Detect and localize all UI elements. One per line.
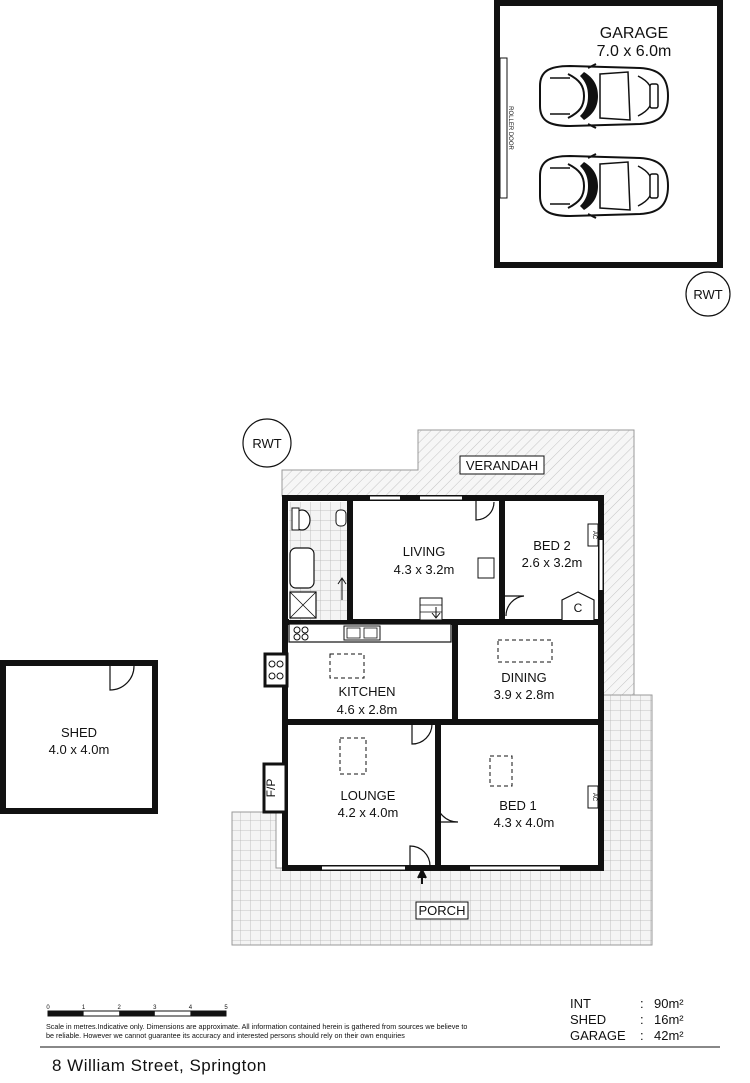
lounge-room: F/P LOUNGE 4.2 x 4.0m bbox=[262, 737, 459, 867]
living-dims: 4.3 x 3.2m bbox=[394, 562, 455, 577]
bed2-name: BED 2 bbox=[533, 538, 571, 553]
roller-door-label: ROLLER DOOR bbox=[507, 106, 513, 150]
roller-door bbox=[499, 57, 508, 199]
kitchen-dims: 4.6 x 2.8m bbox=[337, 702, 398, 717]
car-icon bbox=[539, 153, 669, 219]
car-icon bbox=[539, 63, 669, 129]
shed: SHED 4.0 x 4.0m bbox=[0, 660, 158, 814]
sink-icon bbox=[343, 625, 381, 641]
rwt-tank-house: RWT bbox=[242, 418, 292, 468]
kitchen-room: KITCHEN 4.6 x 2.8m bbox=[263, 623, 452, 717]
ac-label: AC bbox=[591, 793, 597, 802]
cupboard-label: C bbox=[574, 601, 583, 615]
garage-name: GARAGE bbox=[600, 25, 668, 42]
bed2-dims: 2.6 x 3.2m bbox=[522, 555, 583, 570]
ac-label: AC bbox=[591, 531, 597, 540]
property-address: 8 William Street, Springton bbox=[52, 1056, 267, 1075]
verandah-paving: VERANDAH bbox=[281, 429, 635, 696]
area-row: GARAGE : 42m² bbox=[570, 1028, 684, 1043]
basin-icon bbox=[335, 509, 347, 527]
area-value: 90m² bbox=[654, 996, 684, 1011]
dining-name: DINING bbox=[501, 670, 547, 685]
bed1-name: BED 1 bbox=[499, 798, 537, 813]
dining-dims: 3.9 x 2.8m bbox=[494, 687, 555, 702]
lounge-name: LOUNGE bbox=[341, 788, 396, 803]
lounge-dims: 4.2 x 4.0m bbox=[338, 805, 399, 820]
bed1-room: BED 1 4.3 x 4.0m AC bbox=[489, 755, 599, 830]
verandah-label: VERANDAH bbox=[466, 458, 538, 473]
scale-bar: 0 1 2 3 4 5 bbox=[46, 1005, 228, 1017]
bath-icon bbox=[289, 547, 315, 589]
area-row: SHED : 16m² bbox=[570, 1012, 684, 1027]
garage: ROLLER DOOR GARAGE 7.0 x 6.0m bbox=[494, 0, 723, 268]
rwt-tank-garage: RWT bbox=[685, 271, 731, 317]
scale-tick: 0 bbox=[46, 1005, 50, 1011]
fireplace bbox=[262, 762, 288, 814]
porch-label: PORCH bbox=[419, 903, 466, 918]
stove-icon bbox=[263, 652, 289, 688]
area-value: 42m² bbox=[654, 1028, 684, 1043]
house-walls bbox=[282, 495, 604, 871]
bathroom bbox=[289, 502, 347, 620]
area-label: INT bbox=[570, 996, 591, 1011]
scale-tick: 4 bbox=[189, 1005, 193, 1011]
scale-tick: 2 bbox=[118, 1005, 122, 1011]
area-label: SHED bbox=[570, 1012, 607, 1027]
kitchen-name: KITCHEN bbox=[338, 684, 395, 699]
bed2-room: BED 2 2.6 x 3.2m AC C bbox=[504, 523, 599, 620]
living-name: LIVING bbox=[403, 544, 446, 559]
disclaimer-text: Scale in metres.Indicative only. Dimensi… bbox=[46, 1022, 468, 1040]
rwt-label: RWT bbox=[252, 436, 281, 451]
shed-name: SHED bbox=[61, 725, 97, 740]
scale-tick: 3 bbox=[153, 1005, 157, 1011]
area-value: 16m² bbox=[654, 1012, 684, 1027]
fp-label: F/P bbox=[264, 779, 278, 798]
door-swing bbox=[475, 500, 495, 521]
scale-tick: 5 bbox=[224, 1005, 228, 1011]
area-label: GARAGE bbox=[570, 1028, 626, 1043]
rwt-label: RWT bbox=[693, 287, 722, 302]
dining-room: DINING 3.9 x 2.8m bbox=[411, 639, 555, 745]
area-row: INT : 90m² bbox=[570, 996, 684, 1011]
living-room: LIVING 4.3 x 3.2m bbox=[394, 500, 495, 621]
bed1-dims: 4.3 x 4.0m bbox=[494, 815, 555, 830]
area-summary: INT : 90m² SHED : 16m² GARAGE : 42m² bbox=[570, 996, 684, 1044]
shed-dims: 4.0 x 4.0m bbox=[49, 742, 110, 757]
garage-dims: 7.0 x 6.0m bbox=[597, 43, 672, 60]
scale-tick: 1 bbox=[82, 1005, 86, 1011]
